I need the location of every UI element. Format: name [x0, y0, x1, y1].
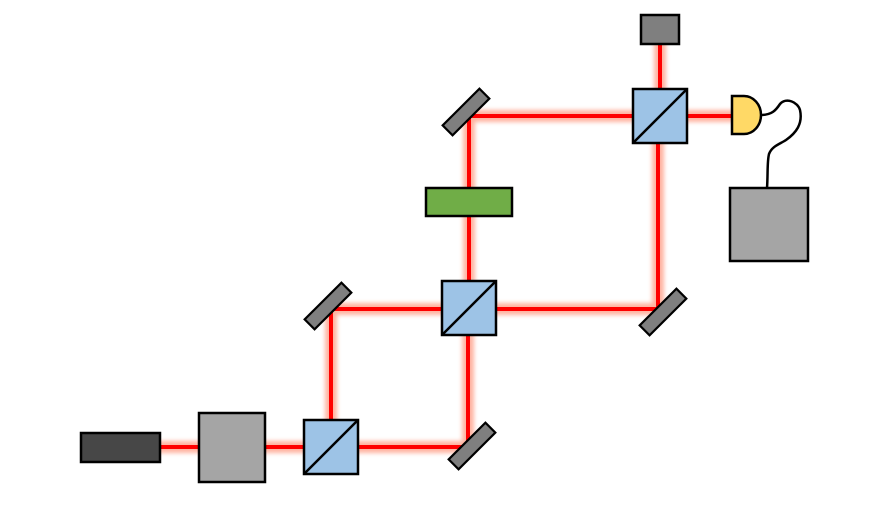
beam-splitter-1	[302, 418, 360, 476]
mirror-2	[303, 281, 353, 331]
mirror-1	[447, 421, 497, 471]
beam-path	[158, 42, 734, 449]
sample-slab	[424, 186, 514, 218]
beam-splitter-2	[440, 279, 498, 337]
beam-dump	[639, 13, 681, 46]
photodetector-icon	[730, 94, 763, 136]
mirror-4	[441, 87, 491, 137]
laser-source	[79, 431, 162, 464]
detector-cable	[760, 99, 802, 189]
modulator-box	[197, 411, 267, 484]
beam-splitter-3	[631, 87, 689, 145]
mirror-3	[638, 287, 688, 337]
readout-box	[728, 186, 810, 263]
